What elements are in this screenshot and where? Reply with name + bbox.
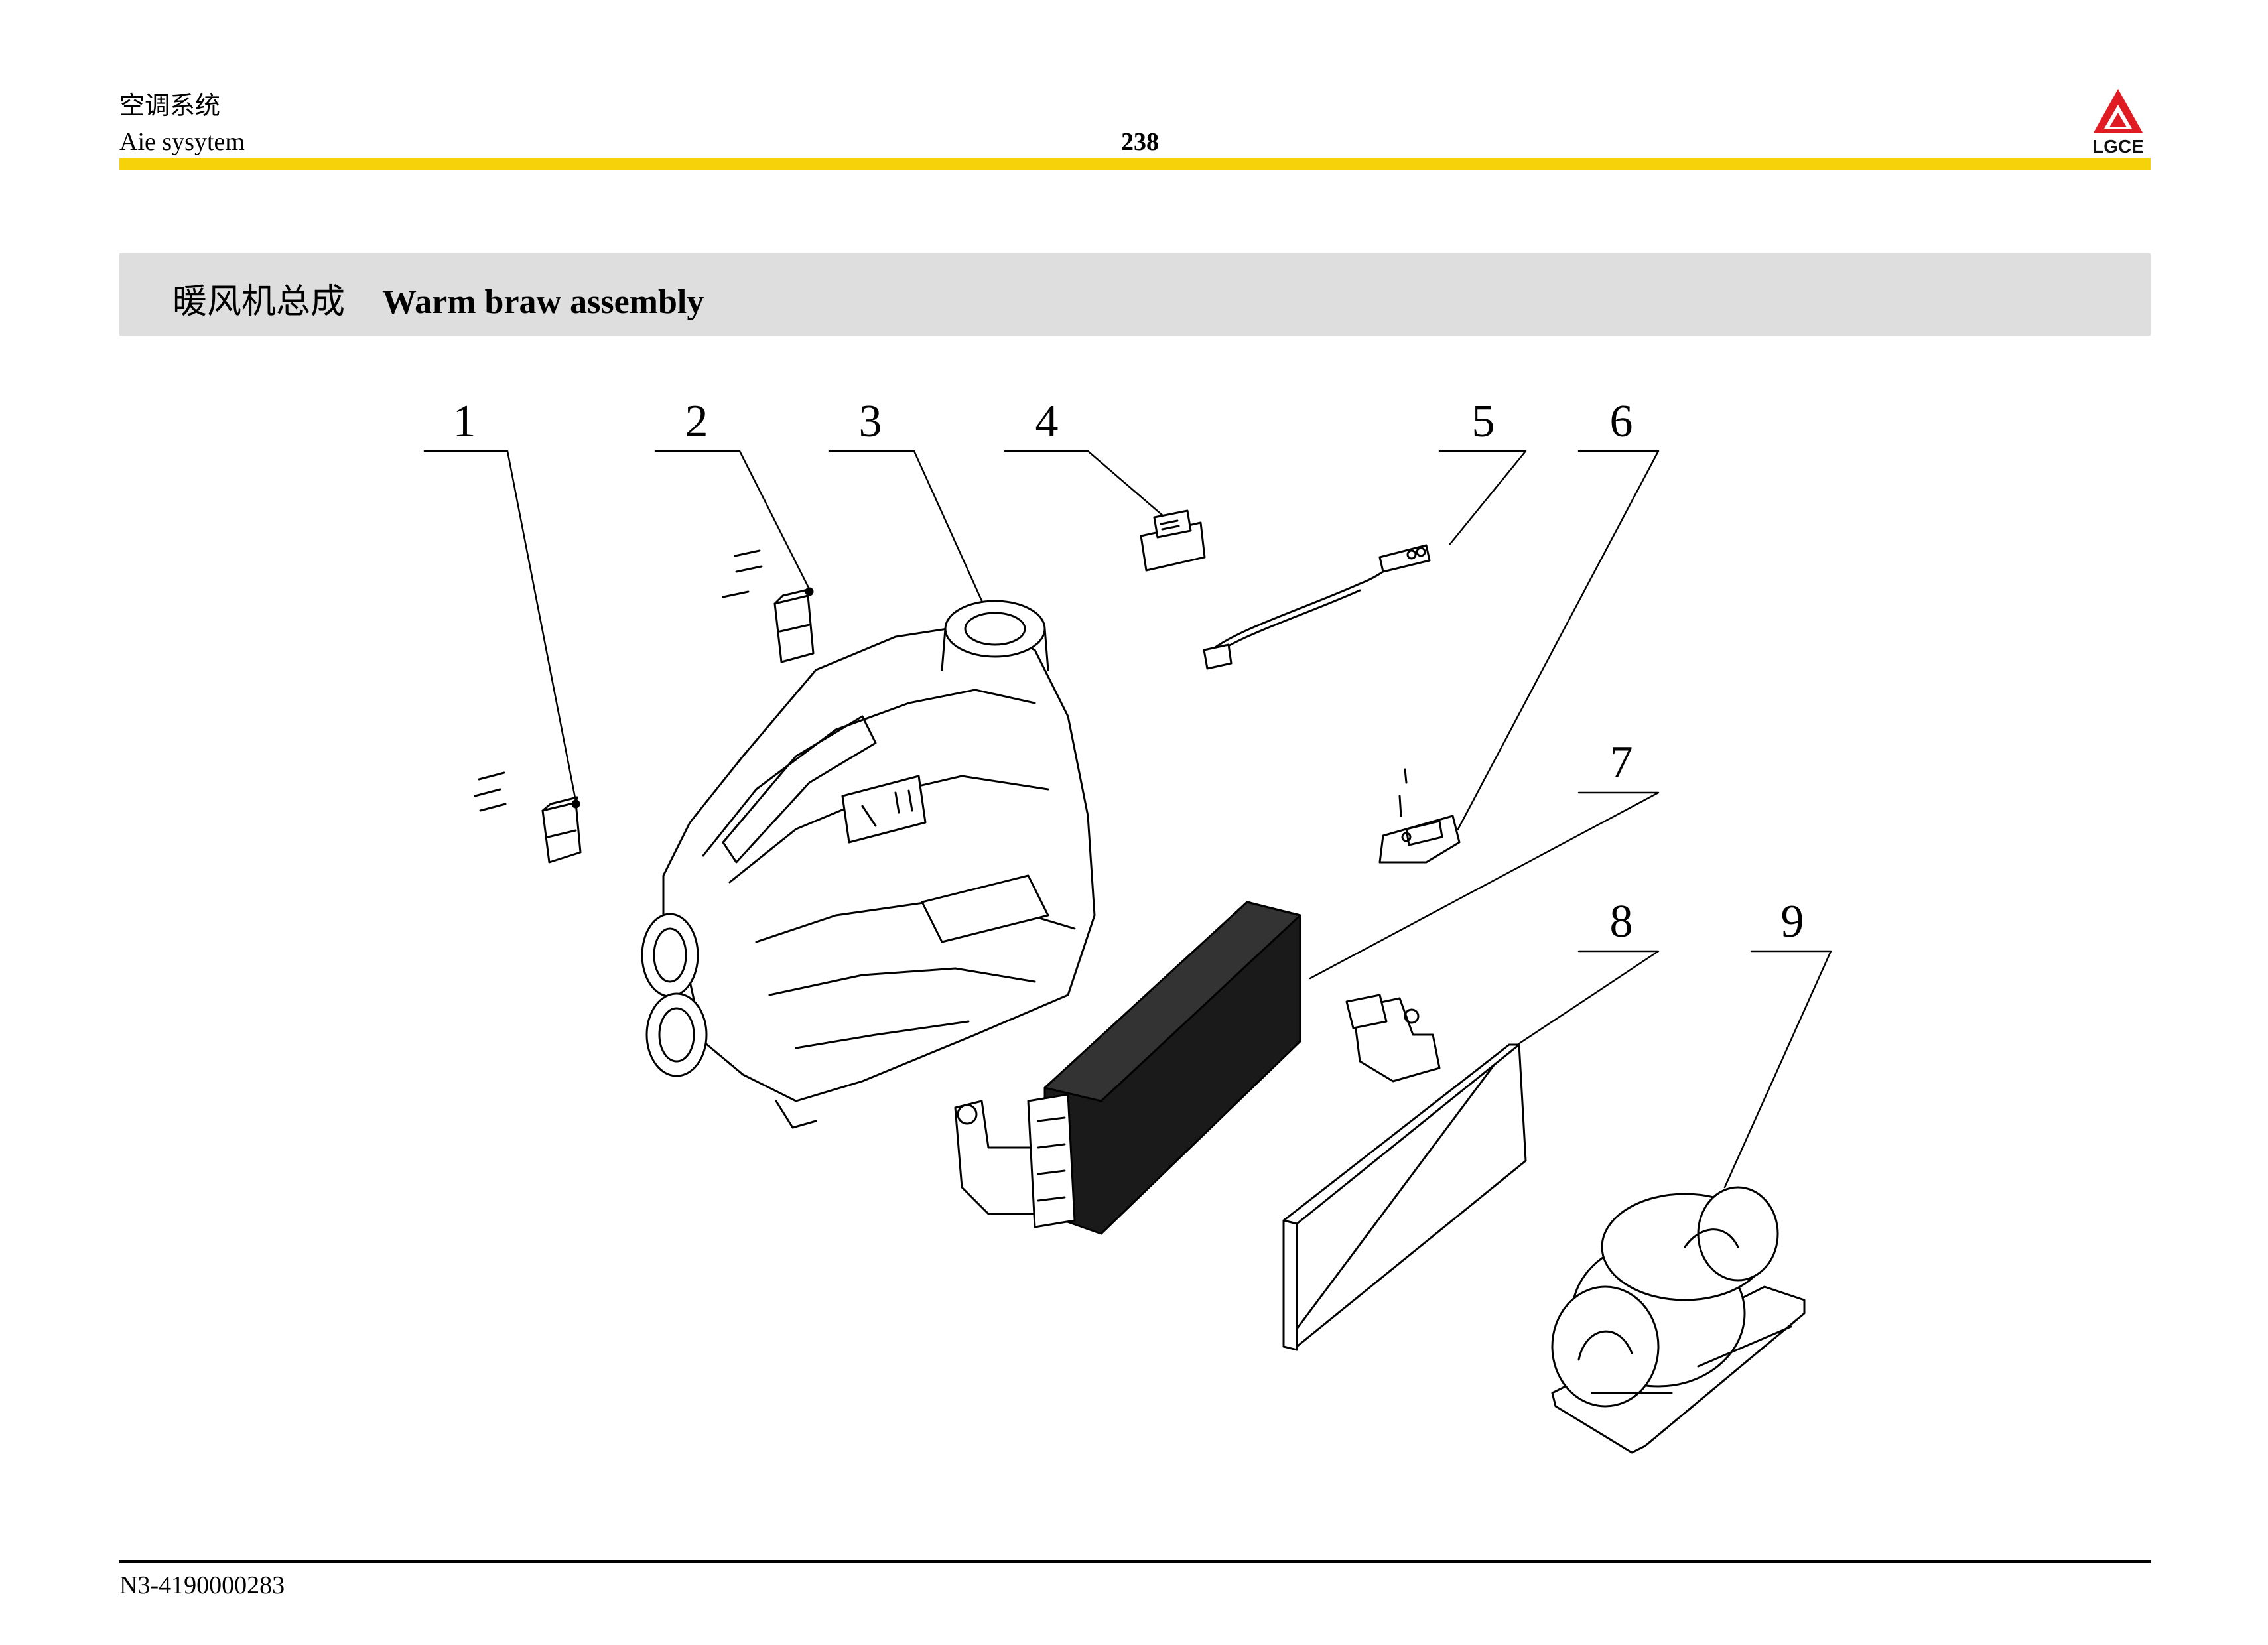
part-2-actuator bbox=[722, 549, 815, 663]
title-cn: 暖风机总成 bbox=[172, 283, 346, 321]
part-1-actuator bbox=[474, 771, 582, 864]
footer-rule bbox=[119, 1560, 2151, 1563]
part-4-connector bbox=[1140, 509, 1206, 572]
header-rule bbox=[119, 158, 2151, 170]
callout-number: 4 bbox=[1035, 396, 1059, 447]
title-en: Warm braw assembly bbox=[382, 283, 704, 321]
lgce-logo: LGCE bbox=[2092, 89, 2144, 157]
page-number: 238 bbox=[1121, 128, 1159, 156]
callout-number: 2 bbox=[685, 396, 708, 447]
callout-number: 7 bbox=[1610, 737, 1633, 788]
part-9-blower bbox=[1551, 1186, 1806, 1454]
logo-mark-icon bbox=[2094, 89, 2143, 133]
part-5-harness bbox=[1203, 544, 1431, 670]
callout-number: 5 bbox=[1472, 396, 1495, 447]
callout-number: 6 bbox=[1610, 396, 1633, 447]
part-3-heater-housing bbox=[641, 600, 1096, 1129]
header-section-en: Aie sysytem bbox=[119, 128, 245, 156]
callout-numbers: 1 2 3 4 5 6 7 8 9 bbox=[453, 396, 1804, 947]
footer-part-number: N3-4190000283 bbox=[119, 1571, 285, 1599]
callout-number: 9 bbox=[1781, 896, 1804, 947]
callout-number: 3 bbox=[859, 396, 882, 447]
callout-leaders bbox=[423, 450, 1832, 1189]
title-band: 暖风机总成 Warm braw assembly bbox=[119, 253, 2151, 336]
page-title: 暖风机总成 Warm braw assembly bbox=[172, 273, 704, 323]
callout-number: 8 bbox=[1610, 896, 1633, 947]
part-8-heater-core bbox=[1282, 994, 1527, 1351]
logo-text: LGCE bbox=[2092, 136, 2144, 157]
part-6-sensor bbox=[1378, 768, 1461, 864]
header-section-cn: 空调系统 bbox=[119, 92, 221, 120]
part-7-evaporator bbox=[954, 901, 1301, 1235]
callout-number: 1 bbox=[453, 396, 476, 447]
